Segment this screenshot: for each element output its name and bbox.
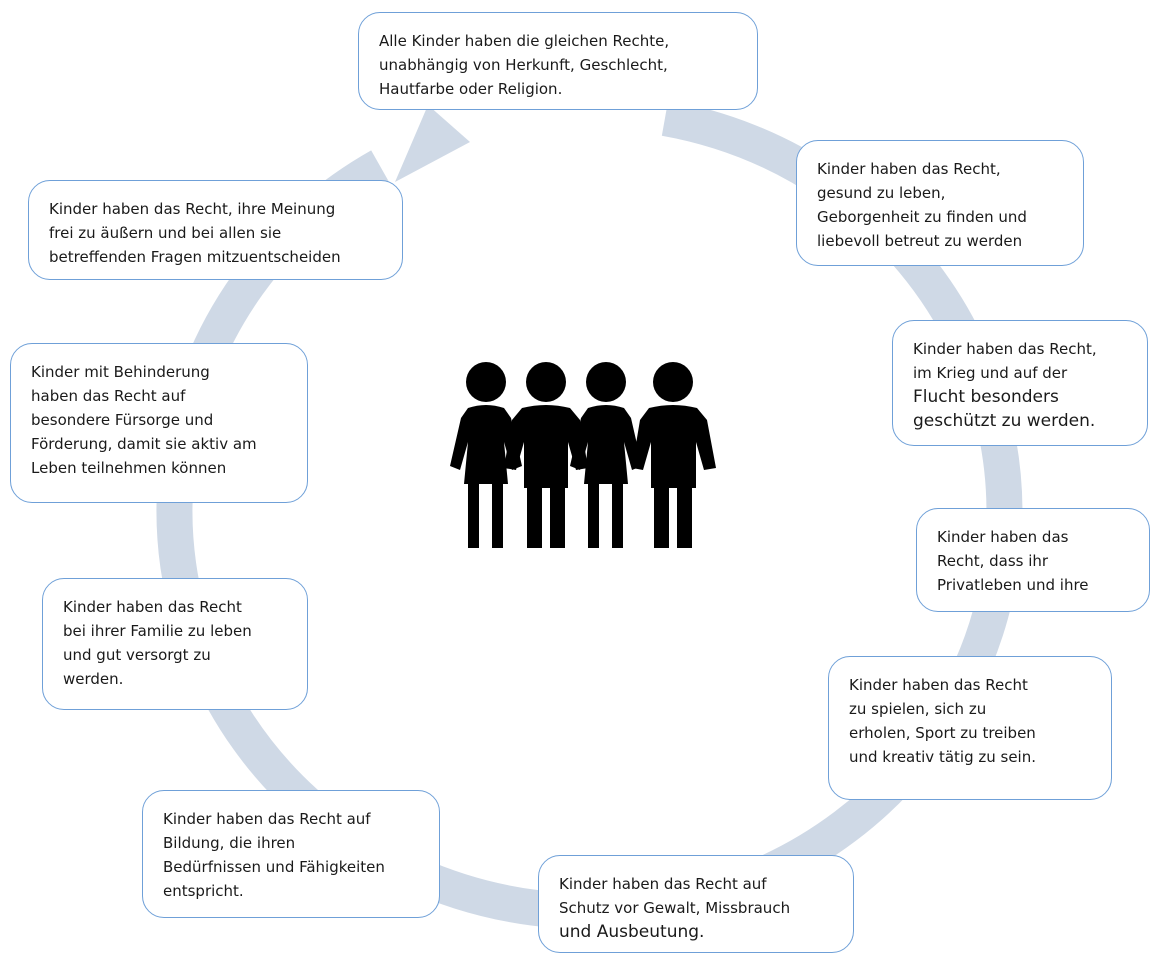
box-text-line: Geborgenheit zu finden und <box>817 208 1027 226</box>
box-text-line: unabhängig von Herkunft, Geschlecht, <box>379 56 668 74</box>
bottom-box-violence: Kinder haben das Recht auf Schutz vor Ge… <box>538 855 854 953</box>
box-text-line: Förderung, damit sie aktiv am <box>31 435 257 453</box>
box-text-line: zu spielen, sich zu <box>849 700 987 718</box>
box-text-line: entspricht. <box>163 882 244 900</box>
box-text-line: bei ihrer Familie zu leben <box>63 622 252 640</box>
box-text-line: Leben teilnehmen können <box>31 459 227 477</box>
box-text-line: erholen, Sport zu treiben <box>849 724 1036 742</box>
box-text-line: Kinder haben das Recht <box>849 676 1028 694</box>
box-text-line: Kinder haben das Recht auf <box>163 810 371 828</box>
box-text-line: Kinder mit Behinderung <box>31 363 210 381</box>
box-text-line: Recht, dass ihr <box>937 552 1049 570</box>
box-text-line: Hautfarbe oder Religion. <box>379 80 563 98</box>
right-box-health: Kinder haben das Recht, gesund zu leben,… <box>796 140 1084 266</box>
box-text-line: Kinder haben das <box>937 528 1069 546</box>
left-box-family: Kinder haben das Recht bei ihrer Familie… <box>42 578 308 710</box>
box-text-line: und kreativ tätig zu sein. <box>849 748 1036 766</box>
ring-arrowhead <box>395 105 470 182</box>
box-text-line: geschützt zu werden. <box>913 411 1096 431</box>
box-text-line: gesund zu leben, <box>817 184 946 202</box>
left-box-education: Kinder haben das Recht auf Bildung, die … <box>142 790 440 918</box>
right-box-equality: Alle Kinder haben die gleichen Rechte, u… <box>358 12 758 110</box>
box-text-line: Schutz vor Gewalt, Missbrauch <box>559 899 791 917</box>
left-box-opinion: Kinder haben das Recht, ihre Meinung fre… <box>28 180 403 280</box>
box-text-line: liebevoll betreut zu werden <box>817 232 1023 250</box>
box-text-line: haben das Recht auf <box>31 387 186 405</box>
box-text-line: Kinder haben das Recht <box>63 598 242 616</box>
box-text-line: und Ausbeutung. <box>559 922 705 942</box>
box-text-line: frei zu äußern und bei allen sie <box>49 224 282 242</box>
box-text-line: Bildung, die ihren <box>163 834 296 852</box>
right-box-play: Kinder haben das Recht zu spielen, sich … <box>828 656 1112 800</box>
right-box-protection-war: Kinder haben das Recht, im Krieg und auf… <box>892 320 1148 446</box>
box-text-line: werden. <box>63 670 124 688</box>
box-text-line: und gut versorgt zu <box>63 646 211 664</box>
box-text-line: Privatleben und ihre <box>937 576 1089 594</box>
box-text-line: Flucht besonders <box>913 387 1059 407</box>
box-text-line: betreffenden Fragen mitzuentscheiden <box>49 248 341 266</box>
box-text-line: Bedürfnissen und Fähigkeiten <box>163 858 385 876</box>
box-text-line: besondere Fürsorge und <box>31 411 214 429</box>
box-text-line: im Krieg und auf der <box>913 364 1068 382</box>
box-text-line: Kinder haben das Recht, <box>817 160 1001 178</box>
children-holding-hands-icon <box>450 362 716 548</box>
right-box-privacy: Kinder haben das Recht, dass ihr Privatl… <box>916 508 1150 612</box>
left-box-disability: Kinder mit Behinderung haben das Recht a… <box>10 343 308 503</box>
box-text-line: Kinder haben das Recht, <box>913 340 1097 358</box>
box-text-line: Kinder haben das Recht auf <box>559 875 767 893</box>
box-text-line: Kinder haben das Recht, ihre Meinung <box>49 200 336 218</box>
box-text-line: Alle Kinder haben die gleichen Rechte, <box>379 32 670 50</box>
